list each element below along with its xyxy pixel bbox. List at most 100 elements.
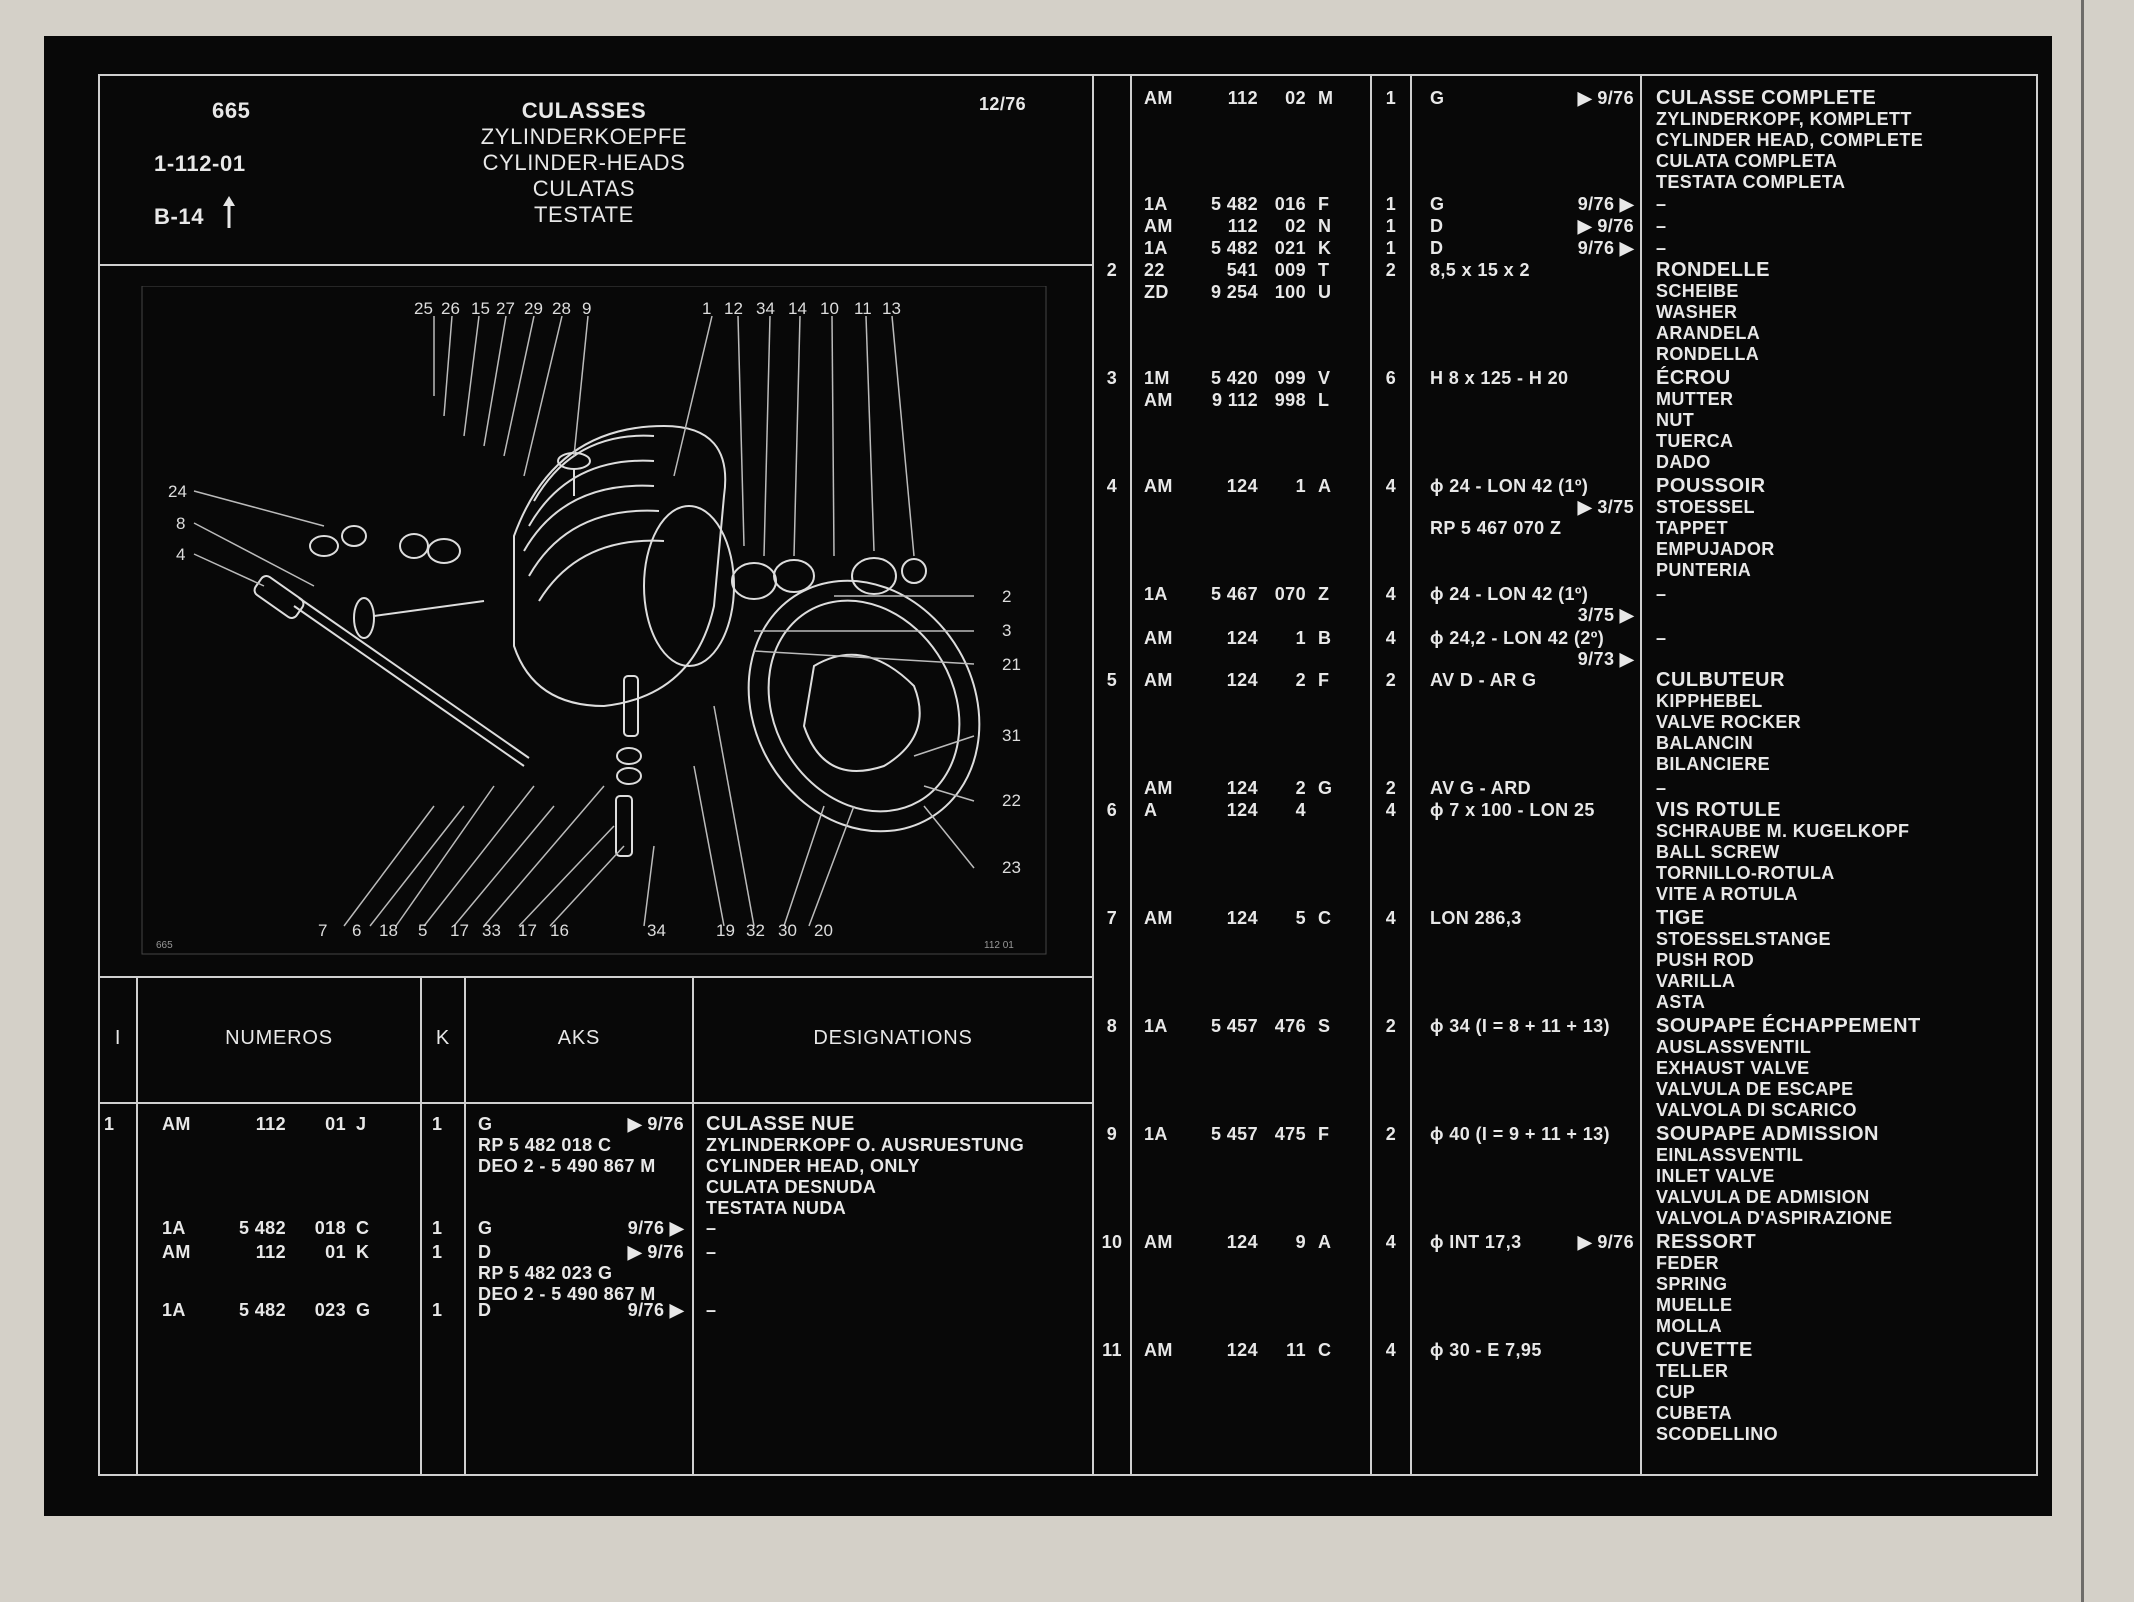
part-prefix: A [1144,800,1158,820]
designation-line: ASTA [1656,992,1706,1012]
callout-24: 24 [168,482,187,501]
callout-32: 32 [746,921,765,940]
part-number: 5 457 [1210,1016,1258,1036]
part-letter: V [1318,368,1331,388]
part-suffix: 021 [1274,238,1306,258]
row-item-index: 6 [1106,800,1118,820]
row-item-index: 7 [1106,908,1118,928]
callout-2: 2 [1002,587,1011,606]
part-suffix: 009 [1274,260,1306,280]
r-col-desc-line [1640,74,1642,1476]
part-letter: G [356,1300,371,1320]
designation-line: AUSLASSVENTIL [1656,1037,1812,1057]
designation-line: ZYLINDERKOPF, KOMPLETT [1656,109,1912,129]
designation-line: – [1656,238,1667,258]
aks-replacement: RP 5 467 070 Z [1430,518,1562,538]
callout-13: 13 [882,299,901,318]
part-prefix: 1A [162,1218,186,1238]
part-prefix: 1A [1144,1016,1168,1036]
part-letter: K [1318,238,1332,258]
designation-line: EINLASSVENTIL [1656,1145,1804,1165]
quantity: 1 [1385,88,1397,108]
part-prefix: 1M [1144,368,1170,388]
aks-code: AV D - AR G [1430,670,1537,690]
aks-code: ϕ INT 17,3 [1430,1232,1522,1252]
designation-line: CULATA DESNUDA [706,1177,877,1197]
part-number: 124 [1226,476,1258,496]
divider-table-top [98,976,1094,978]
callout-29: 29 [524,299,543,318]
part-number: 5 482 [1210,194,1258,214]
quantity: 4 [1385,908,1397,928]
part-prefix: AM [1144,778,1173,798]
part-suffix: 476 [1274,1016,1306,1036]
part-number: 124 [1226,800,1258,820]
quantity: 1 [1385,238,1397,258]
part-letter: U [1318,282,1332,302]
designation-line: NUT [1656,410,1695,430]
part-suffix: 9 [1295,1232,1306,1252]
part-prefix: 1A [1144,238,1168,258]
callout-28: 28 [552,299,571,318]
part-suffix: 016 [1274,194,1306,214]
aks-date: 9/73 ▶ [1577,649,1634,669]
callout-3: 3 [1002,621,1011,640]
quantity: 2 [1385,778,1397,798]
designation-line: WASHER [1656,302,1738,322]
designation-line: EXHAUST VALVE [1656,1058,1810,1078]
part-letter: S [1318,1016,1331,1036]
designation-line: POUSSOIR [1656,475,1766,497]
callout-17: 17 [450,921,469,940]
callout-27: 27 [496,299,515,318]
part-letter: J [356,1114,367,1134]
callout-1: 1 [702,299,711,318]
designation-line: SOUPAPE ÉCHAPPEMENT [1656,1015,1921,1037]
aks-code: H 8 x 125 - H 20 [1430,368,1569,388]
quantity: 4 [1385,476,1397,496]
part-letter: M [1318,88,1334,108]
sheet-ref: B-14 [154,204,205,229]
part-number: 9 112 [1211,390,1258,410]
part-letter: G [1318,778,1333,798]
part-suffix: 099 [1274,368,1306,388]
part-prefix: ZD [1144,282,1169,302]
designation-line: TUERCA [1656,431,1734,451]
callout-16: 16 [550,921,569,940]
designation-line: INLET VALVE [1656,1166,1775,1186]
designation-line: DADO [1656,452,1711,472]
row-item-index: 1 [104,1114,115,1134]
part-suffix: 070 [1274,584,1306,604]
designation-line: CUVETTE [1656,1339,1753,1361]
quantity: 2 [1385,670,1397,690]
designation-line: VALVOLA DI SCARICO [1656,1100,1857,1120]
aks-code: LON 286,3 [1430,908,1522,928]
col-k-line [420,976,422,1476]
designation-line: MUELLE [1656,1295,1733,1315]
aks-code: G [478,1114,493,1134]
callout-22: 22 [1002,791,1021,810]
aks-code: D [478,1242,492,1262]
designation-line: TIGE [1656,907,1705,929]
quantity: 1 [432,1300,443,1320]
part-suffix: 4 [1295,800,1306,820]
up-arrow-icon [223,196,235,228]
callout-34: 34 [756,299,775,318]
part-prefix: AM [1144,216,1173,236]
designation-line: – [1656,778,1667,798]
title-en: CYLINDER-HEADS [482,150,686,175]
designation-line: – [706,1218,717,1238]
part-letter: A [1318,476,1332,496]
designation-line: BALANCIN [1656,733,1754,753]
designation-line: BILANCIERE [1656,754,1771,774]
r-col-k-line [1370,74,1372,1476]
title-fr: CULASSES [521,98,647,123]
designation-line: STOESSELSTANGE [1656,929,1831,949]
callout-12: 12 [724,299,743,318]
r-col-aks-line [1410,74,1412,1476]
callout-14: 14 [788,299,807,318]
callout-18: 18 [379,921,398,940]
aks-replacement: RP 5 482 023 G [478,1263,613,1283]
designation-line: MUTTER [1656,389,1734,409]
part-prefix: 1A [162,1300,186,1320]
part-prefix: AM [1144,88,1173,108]
